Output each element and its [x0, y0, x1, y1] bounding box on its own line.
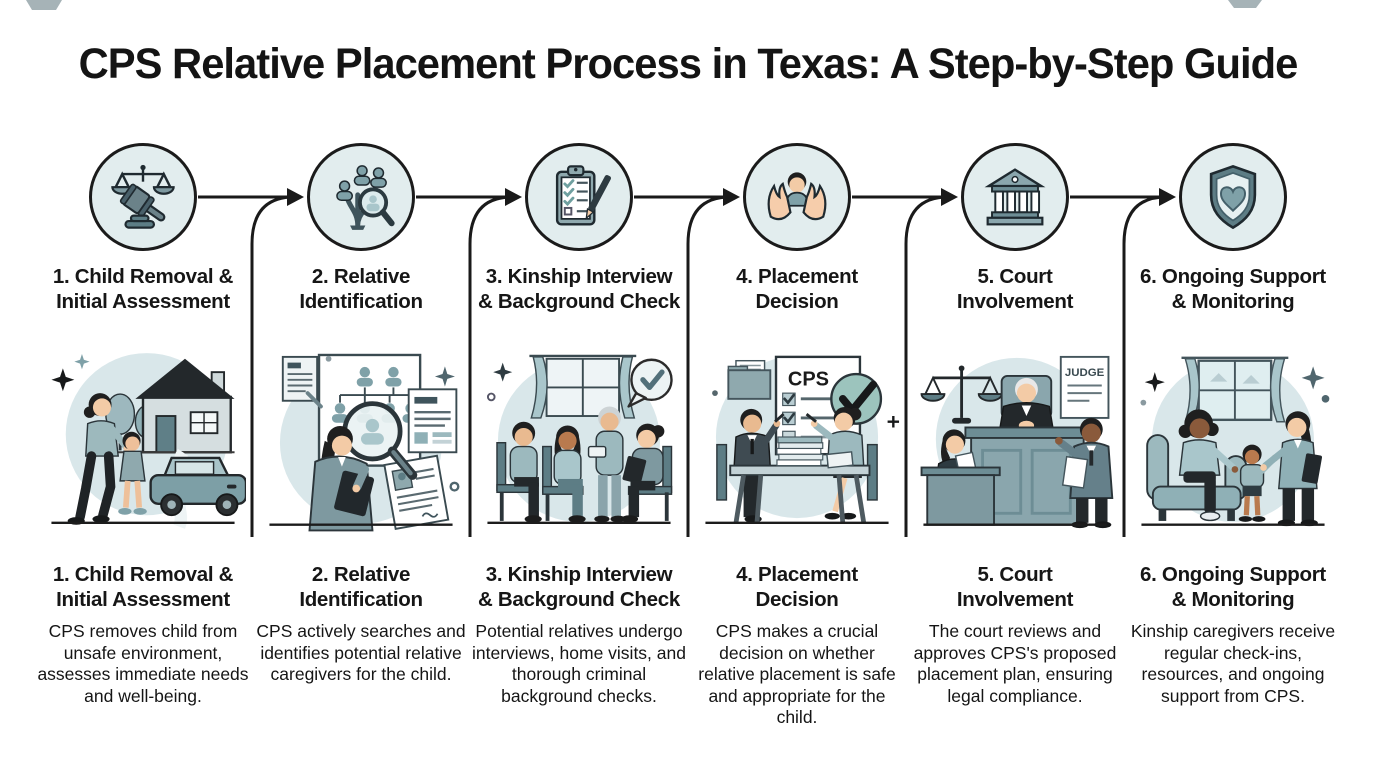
family-tree-search-icon [336, 165, 395, 230]
flow-lines [198, 195, 1167, 537]
cps-poster-label: CPS [788, 369, 829, 391]
step-column-3: 3. Kinship Interview & Background Check [470, 143, 688, 729]
courthouse-icon [984, 168, 1046, 226]
step-1-title-bottom: 1. Child Removal & Initial Assessment [52, 563, 234, 611]
clipboard-checklist-icon [555, 165, 612, 226]
sparkle-icon [51, 368, 75, 392]
top-corner-decorations [26, 0, 1262, 10]
step-column-2: 2. Relative Identification [252, 143, 470, 729]
hands-holding-child-icon [767, 172, 827, 221]
step-3-description: Potential relatives undergo interviews, … [472, 621, 686, 706]
step-4-description: CPS makes a crucial decision on whether … [698, 621, 896, 727]
step-5-title-top: 5. Court Involvement [956, 265, 1074, 313]
illustration-placement-decision: CPS [694, 339, 900, 535]
step-1-title-line2: Initial Assessment [56, 290, 230, 313]
step-4-title-bottom: 4. Placement Decision [736, 563, 858, 611]
page-title: CPS Relative Placement Process in Texas:… [78, 40, 1299, 88]
illustration-relative-identification [258, 339, 464, 535]
shield-heart-icon [1209, 164, 1257, 230]
arrowheads [287, 188, 1176, 206]
step-5-description: The court reviews and approves CPS's pro… [913, 621, 1117, 706]
step-2-description: CPS actively searches and identifies pot… [256, 621, 466, 684]
step-3-title-top: 3. Kinship Interview & Background Check [478, 265, 680, 313]
step-2-title-bottom: 2. Relative Identification [299, 563, 423, 611]
illustration-child-removal [40, 339, 246, 535]
step-1-description: CPS removes child from unsafe environmen… [37, 621, 249, 706]
step-1-icon-circle [89, 143, 197, 251]
illustration-kinship-interview [476, 339, 682, 535]
profile-document [383, 454, 450, 530]
illustration-ongoing-support [1130, 339, 1336, 535]
step-4-title-top: 4. Placement Decision [736, 265, 858, 313]
step-column-5: 5. Court Involvement JUDGE [906, 143, 1124, 729]
steps-row: 1. Child Removal & Initial Assessment [34, 143, 1342, 729]
illustration-court-involvement: JUDGE [912, 339, 1118, 535]
scales-and-gavel-icon [111, 164, 175, 229]
step-6-title-top: 6. Ongoing Support & Monitoring [1140, 265, 1326, 313]
step-5-title-bottom: 5. Court Involvement [956, 563, 1074, 611]
step-6-title-bottom: 6. Ongoing Support & Monitoring [1140, 563, 1326, 611]
step-1-title-top: 1. Child Removal & Initial Assessment [52, 264, 234, 314]
step-6-icon-circle [1179, 143, 1287, 251]
step-column-1: 1. Child Removal & Initial Assessment [34, 143, 252, 729]
step-2-title-top: 2. Relative Identification [299, 265, 423, 313]
step-5-icon-circle [961, 143, 1069, 251]
step-4-icon-circle [743, 143, 851, 251]
step-3-title-bottom: 3. Kinship Interview & Background Check [478, 563, 680, 611]
step-column-6: 6. Ongoing Support & Monitoring [1124, 143, 1342, 729]
step-3-icon-circle [525, 143, 633, 251]
judge-sign-label: JUDGE [1065, 367, 1105, 379]
step-column-4: 4. Placement Decision CPS [688, 143, 906, 729]
step-1-title-line1: 1. Child Removal & [52, 265, 234, 288]
step-6-description: Kinship caregivers receive regular check… [1130, 621, 1336, 706]
step-2-icon-circle [307, 143, 415, 251]
